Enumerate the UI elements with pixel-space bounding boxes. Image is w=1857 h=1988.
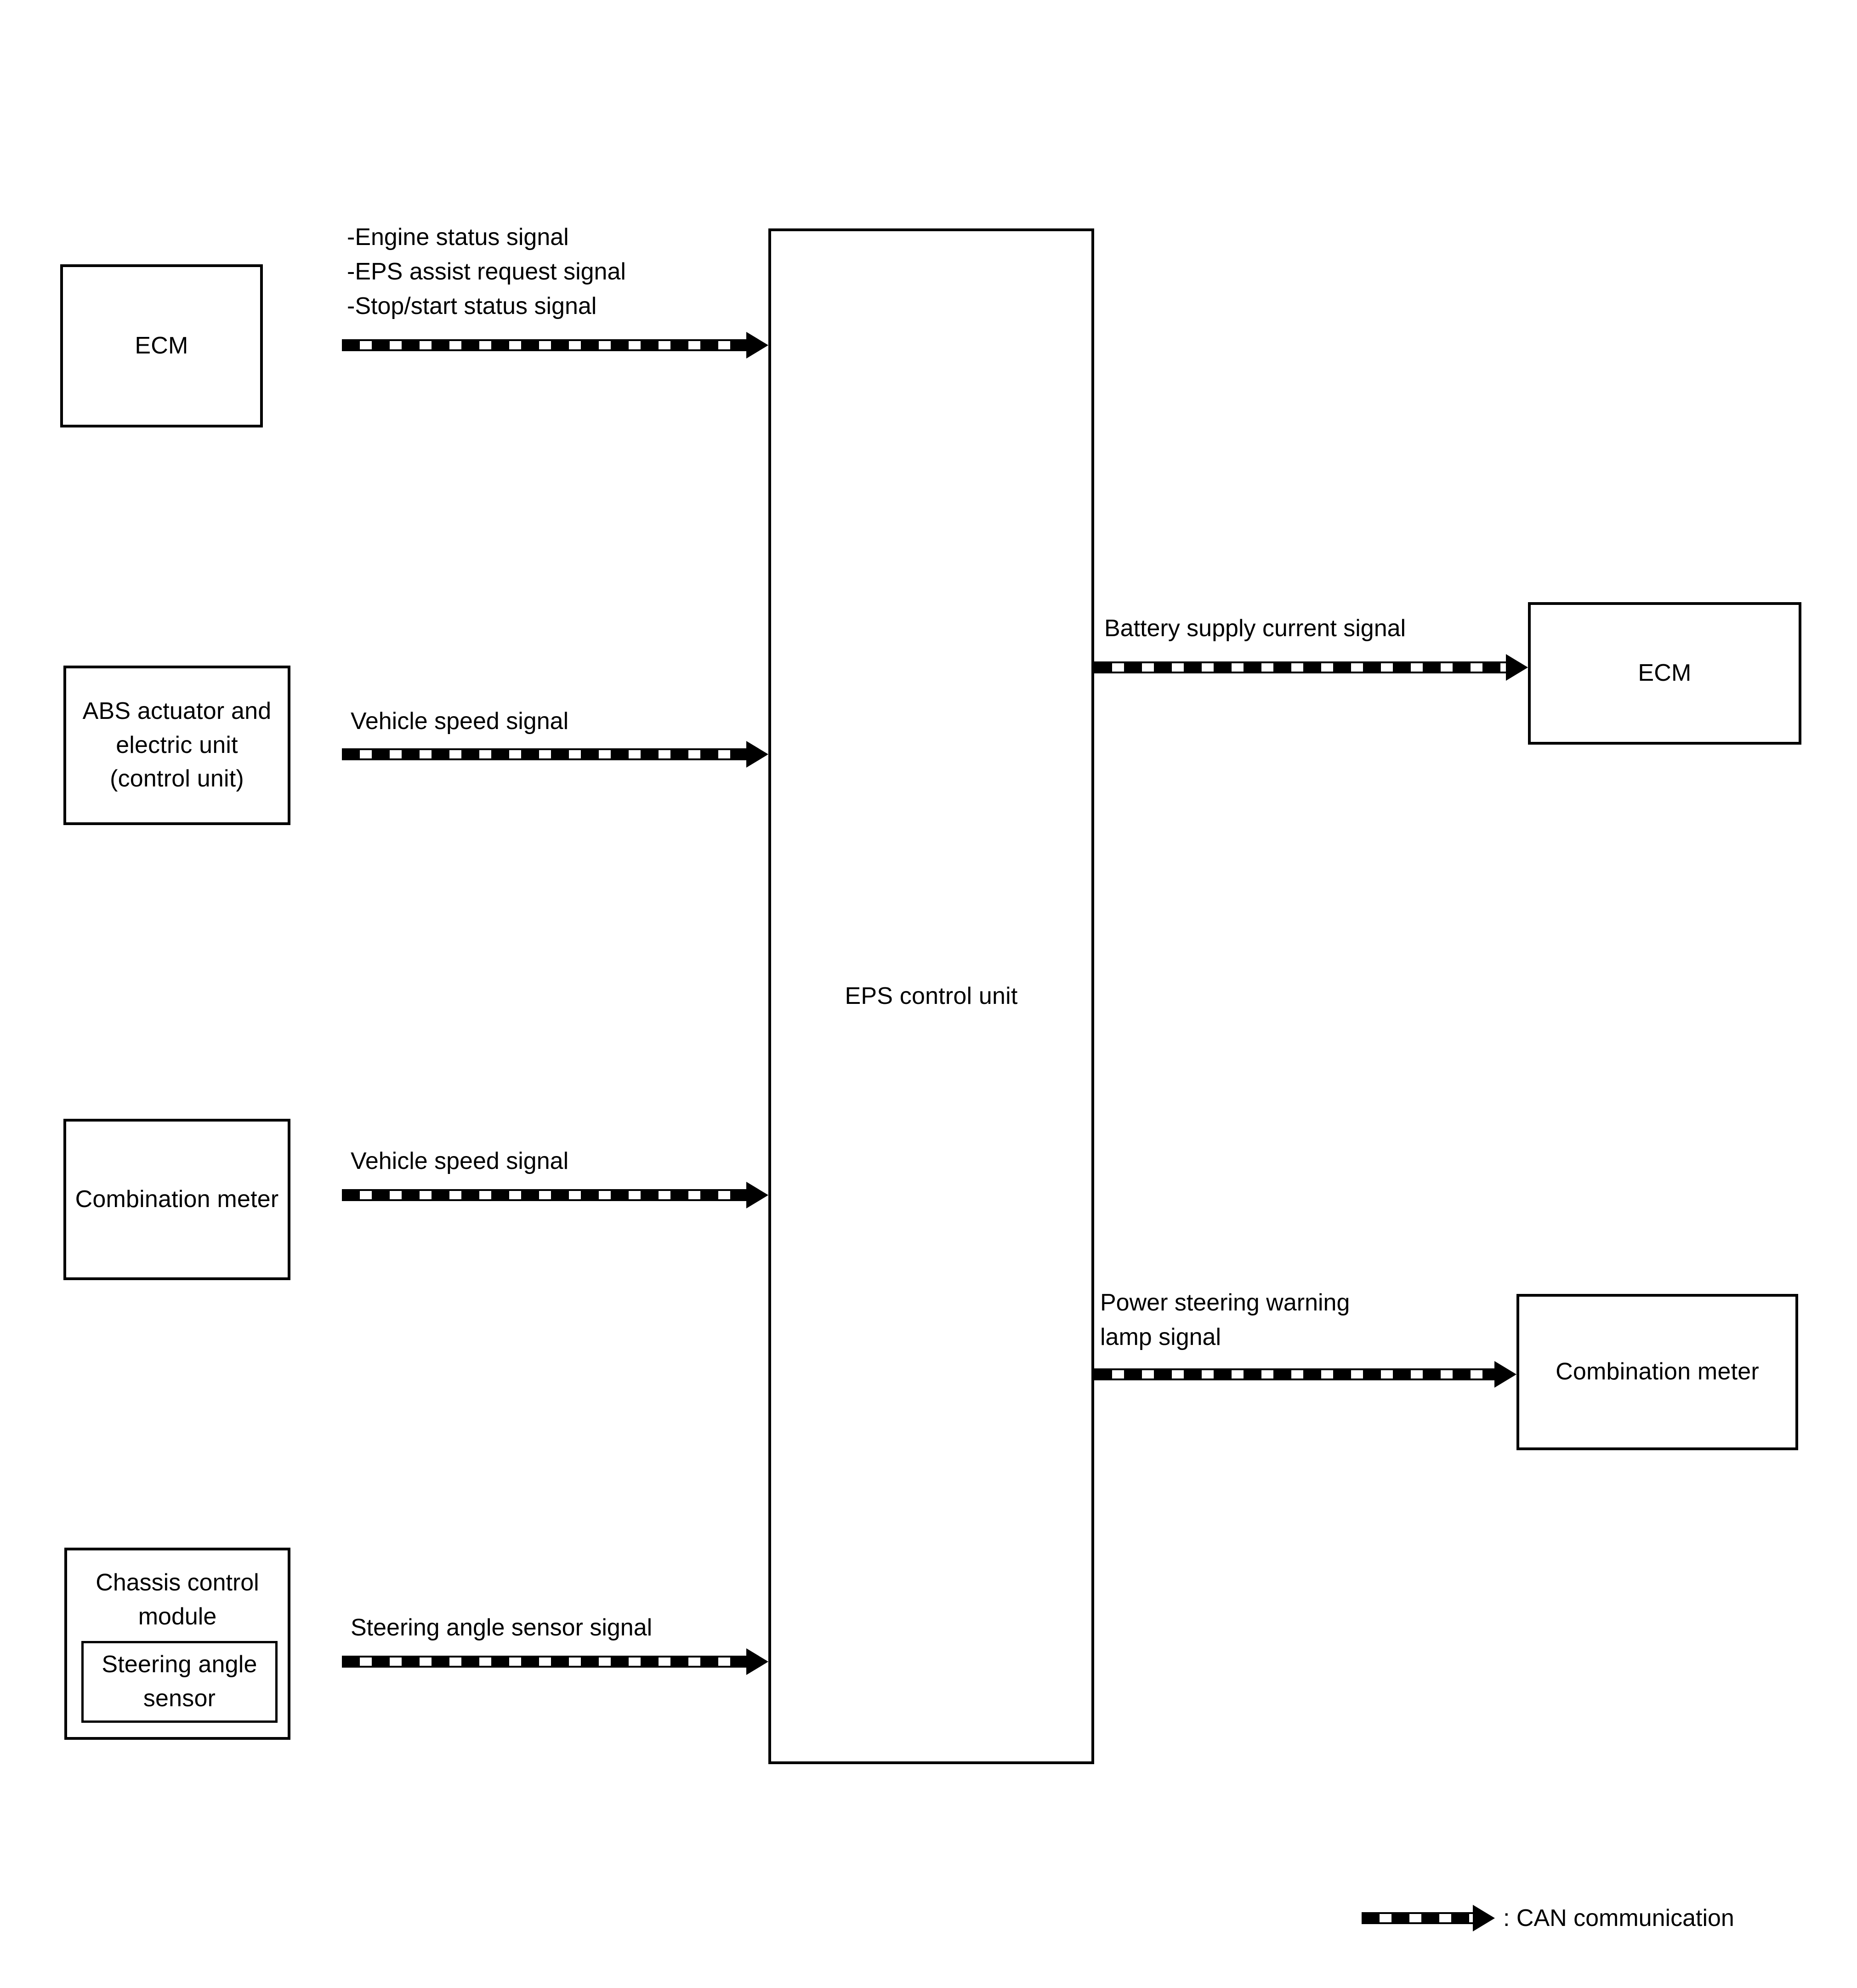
signal-label-battery-supply-current: Battery supply current signal [1104,615,1406,642]
can-arrow-shaft [1362,1912,1473,1924]
eps-control-unit-box[interactable]: EPS control unit [768,228,1094,1764]
can-arrow-shaft [1094,661,1506,673]
input-node-abs-actuator-label: ABS actuator and electric unit (control … [82,697,272,792]
can-arrow-shaft [1094,1368,1494,1380]
can-arrow-abs-to-eps [342,741,768,768]
can-arrow-shaft [342,748,746,760]
can-arrow-head [746,1648,768,1675]
input-node-chassis-control-module-label: Chassis control module [96,1569,259,1630]
eps-control-unit-label: EPS control unit [845,982,1018,1009]
output-node-combination-meter[interactable]: Combination meter [1516,1294,1798,1450]
can-arrow-head [746,741,768,768]
signal-label-power-steering-warning-lamp: Power steering warning lamp signal [1100,1289,1350,1350]
steering-angle-sensor-box[interactable]: Steering angle sensor [81,1641,278,1723]
signal-label-steering-angle-sensor: Steering angle sensor signal [351,1614,653,1641]
output-node-combination-meter-label: Combination meter [1556,1358,1759,1385]
can-arrow-head [1506,654,1528,681]
can-arrow-combination-meter-to-eps [342,1182,768,1208]
can-arrow-shaft [342,1656,746,1668]
can-arrow-head [1494,1361,1516,1388]
can-arrow-steering-angle-to-eps [342,1648,768,1675]
input-node-abs-actuator[interactable]: ABS actuator and electric unit (control … [63,666,290,825]
input-node-ecm-label: ECM [135,332,188,359]
can-arrow-eps-to-ecm [1094,654,1528,681]
can-arrow-shaft [342,339,746,351]
can-arrow-head [746,332,768,359]
output-node-ecm-label: ECM [1638,660,1692,687]
steering-angle-sensor-label: Steering angle sensor [102,1651,257,1712]
legend: : CAN communication [1362,1904,1734,1932]
input-node-ecm[interactable]: ECM [60,264,263,427]
input-node-combination-meter-label: Combination meter [75,1185,279,1213]
input-node-chassis-control-module[interactable]: Chassis control module Steering angle se… [64,1548,290,1740]
legend-label: : CAN communication [1503,1905,1734,1931]
input-node-combination-meter[interactable]: Combination meter [63,1119,290,1280]
can-arrow-shaft [342,1189,746,1201]
can-arrow-head [746,1182,768,1208]
signal-label-meter-vehicle-speed: Vehicle speed signal [351,1148,569,1174]
signal-label-abs-vehicle-speed: Vehicle speed signal [351,708,569,735]
output-node-ecm[interactable]: ECM [1528,602,1801,745]
can-arrow-eps-to-combination-meter [1094,1361,1516,1388]
can-arrow-icon [1362,1905,1495,1931]
can-arrow-head [1473,1905,1495,1931]
can-arrow-ecm-to-eps [342,332,768,359]
signal-label-ecm-inputs: -Engine status signal -EPS assist reques… [347,224,626,319]
